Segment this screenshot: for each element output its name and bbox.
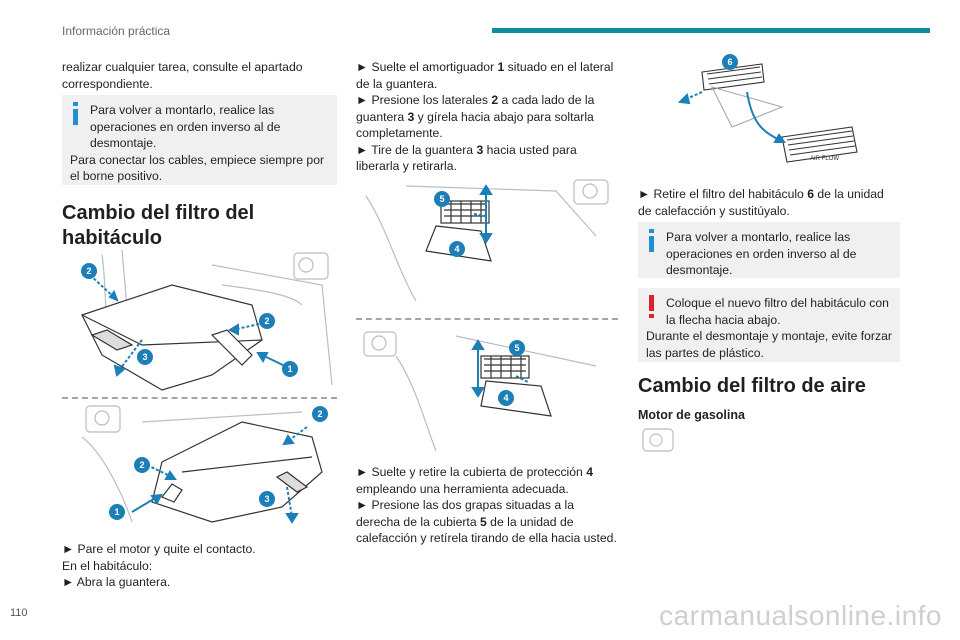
- col3-step: ► Retire el filtro del habitáculo 6 de l…: [638, 187, 884, 218]
- heading-cabin-filter: Cambio del filtro del habitáculo: [62, 202, 255, 249]
- callout-1: 1: [114, 507, 119, 517]
- figure-divider: [356, 318, 618, 320]
- figure-protective-cover-1: 5 4: [365, 179, 609, 302]
- col2-steps-bottom: ► Suelte y retire la cubierta de protecc…: [356, 465, 617, 545]
- callout-5: 5: [514, 343, 519, 353]
- figure-divider: [62, 397, 337, 399]
- subheading-petrol-engine: Motor de gasolina: [638, 408, 745, 422]
- callout-3: 3: [142, 352, 147, 362]
- info-note-1: Para volver a montarlo, realice las oper…: [62, 95, 337, 185]
- callout-2: 2: [264, 316, 269, 326]
- callout-1: 1: [287, 364, 292, 374]
- col1-intro: realizar cualquier tarea, consulte el ap…: [62, 60, 303, 91]
- callout-2: 2: [317, 409, 322, 419]
- callout-4: 4: [454, 244, 459, 254]
- callout-4: 4: [503, 393, 508, 403]
- figure-glovebox-removal-1: 2 2 3 1: [81, 249, 333, 391]
- heading-air-filter: Cambio del filtro de aire: [638, 375, 866, 397]
- page-number: 110: [10, 607, 28, 619]
- callout-3: 3: [264, 494, 269, 504]
- watermark: carmanualsonline.info: [659, 600, 942, 631]
- warning-note: Coloque el nuevo filtro del habitáculo c…: [638, 288, 900, 362]
- info-icon: [649, 229, 654, 252]
- callout-5: 5: [439, 194, 444, 204]
- steering-wheel-icon: [642, 428, 674, 452]
- callout-2: 2: [86, 266, 91, 276]
- figure-glovebox-removal-2: 2 2 3 1: [81, 405, 328, 524]
- callout-6: 6: [727, 57, 732, 67]
- col1-steps: ► Pare el motor y quite el contacto. En …: [62, 542, 256, 589]
- air-flow-label: AIR FLOW: [810, 156, 839, 162]
- info-note-2: Para volver a montarlo, realice las oper…: [638, 222, 900, 278]
- warning-icon: [649, 295, 654, 318]
- section-title: Información práctica: [62, 24, 171, 38]
- figure-protective-cover-2: 5 4: [363, 331, 597, 452]
- info-icon: [73, 102, 78, 125]
- callout-2: 2: [139, 460, 144, 470]
- col2-steps-top: ► Suelte el amortiguador 1 situado en el…: [356, 60, 614, 173]
- header-accent-bar: [492, 28, 930, 33]
- figure-cabin-filter-replacement: AIR FLOW 6: [677, 54, 858, 163]
